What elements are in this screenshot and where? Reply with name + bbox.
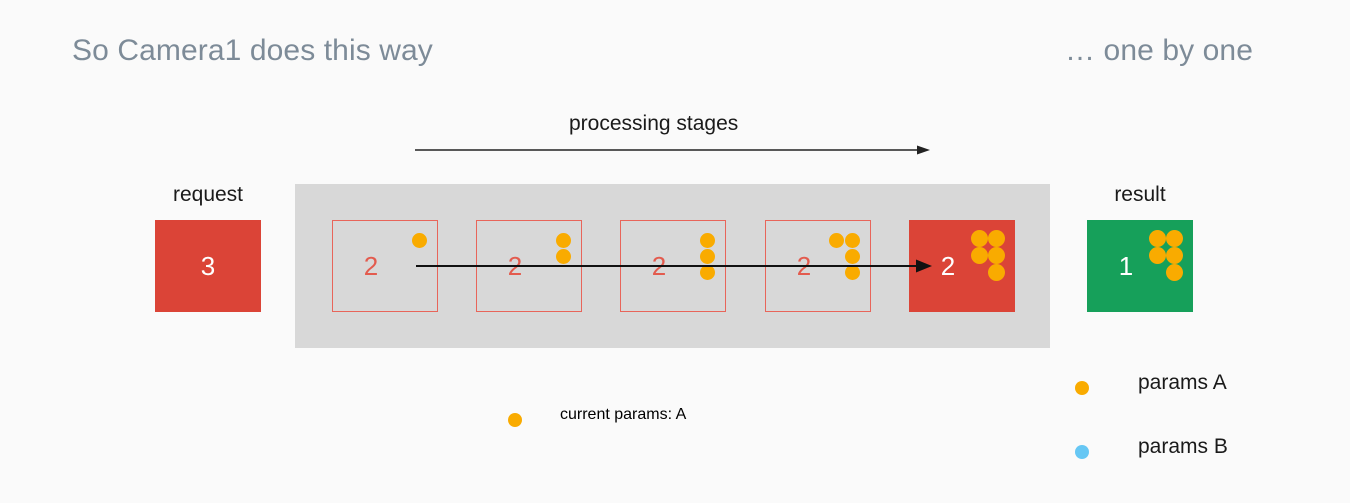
request-box: 3 xyxy=(155,220,261,312)
current-params-label: current params: A xyxy=(560,406,687,423)
params-a-dot xyxy=(1166,264,1183,281)
params-a-dot xyxy=(412,233,427,248)
pipeline-flow-arrow-icon xyxy=(416,259,932,273)
result-caption: result xyxy=(1114,183,1166,206)
params-a-legend-dot xyxy=(1075,381,1089,395)
processing-stages-label: processing stages xyxy=(569,112,739,135)
pipeline-stage-1-value: 2 xyxy=(363,251,379,281)
params-a-dot xyxy=(988,230,1005,247)
processing-stages-arrow-icon xyxy=(415,145,930,155)
current-params-dot xyxy=(508,413,522,427)
params-a-dot xyxy=(700,233,715,248)
request-value: 3 xyxy=(200,251,216,281)
slide-title-left: So Camera1 does this way xyxy=(72,34,433,67)
params-a-dot xyxy=(1166,230,1183,247)
params-a-dot xyxy=(1149,230,1166,247)
result-value: 1 xyxy=(1118,251,1134,281)
params-b-legend-dot xyxy=(1075,445,1089,459)
slide-title-right: … one by one xyxy=(1065,34,1253,67)
params-a-dot xyxy=(1166,247,1183,264)
params-a-dot xyxy=(988,247,1005,264)
params-a-dot xyxy=(971,230,988,247)
params-a-dot xyxy=(700,249,715,264)
result-box: 1 xyxy=(1087,220,1193,312)
params-a-dot xyxy=(700,265,715,280)
params-a-dot xyxy=(1149,247,1166,264)
request-caption: request xyxy=(172,183,244,206)
pipeline-stage-5-value: 2 xyxy=(940,251,956,281)
legend-item-label: params A xyxy=(1138,371,1227,394)
params-a-dot xyxy=(845,233,860,248)
params-a-dot xyxy=(556,233,571,248)
params-a-dot xyxy=(556,249,571,264)
params-a-dot xyxy=(971,247,988,264)
params-a-dot xyxy=(845,249,860,264)
params-a-dot xyxy=(829,233,844,248)
params-a-dot xyxy=(845,265,860,280)
legend-item-label: params B xyxy=(1138,435,1228,458)
params-a-dot xyxy=(988,264,1005,281)
